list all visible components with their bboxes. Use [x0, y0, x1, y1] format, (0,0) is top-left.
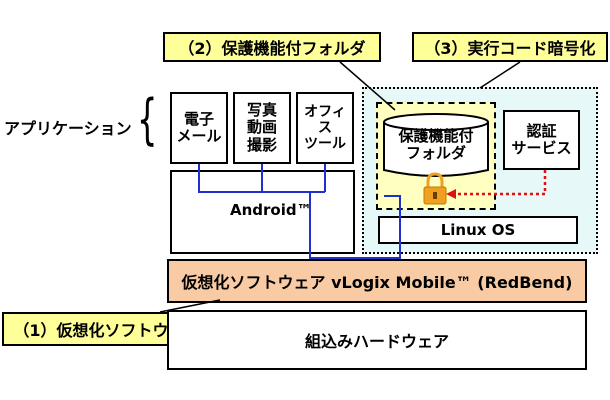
- callout-protected-folder: （2）保護機能付フォルダ: [163, 32, 381, 62]
- auth-service-box: 認証 サービス: [503, 110, 580, 170]
- app-email: 電子 メール: [170, 92, 228, 164]
- android-label: Android™: [230, 201, 312, 219]
- app-photo-video: 写真 動画 撮影: [233, 92, 291, 164]
- protected-folder-label: 保護機能付 フォルダ: [398, 127, 474, 163]
- android-layer: Android™: [170, 170, 355, 254]
- applications-label: アプリケーション: [4, 119, 132, 138]
- hardware-layer: 組込みハードウェア: [167, 310, 587, 370]
- app-office-tools: オフィス ツール: [296, 92, 354, 164]
- linux-os-box: Linux OS: [378, 216, 578, 244]
- applications-brace: {: [136, 88, 158, 151]
- virtualization-layer: 仮想化ソフトウェア vLogix Mobile™ (RedBend): [167, 259, 587, 303]
- callout-code-encryption: （3）実行コード暗号化: [412, 32, 608, 62]
